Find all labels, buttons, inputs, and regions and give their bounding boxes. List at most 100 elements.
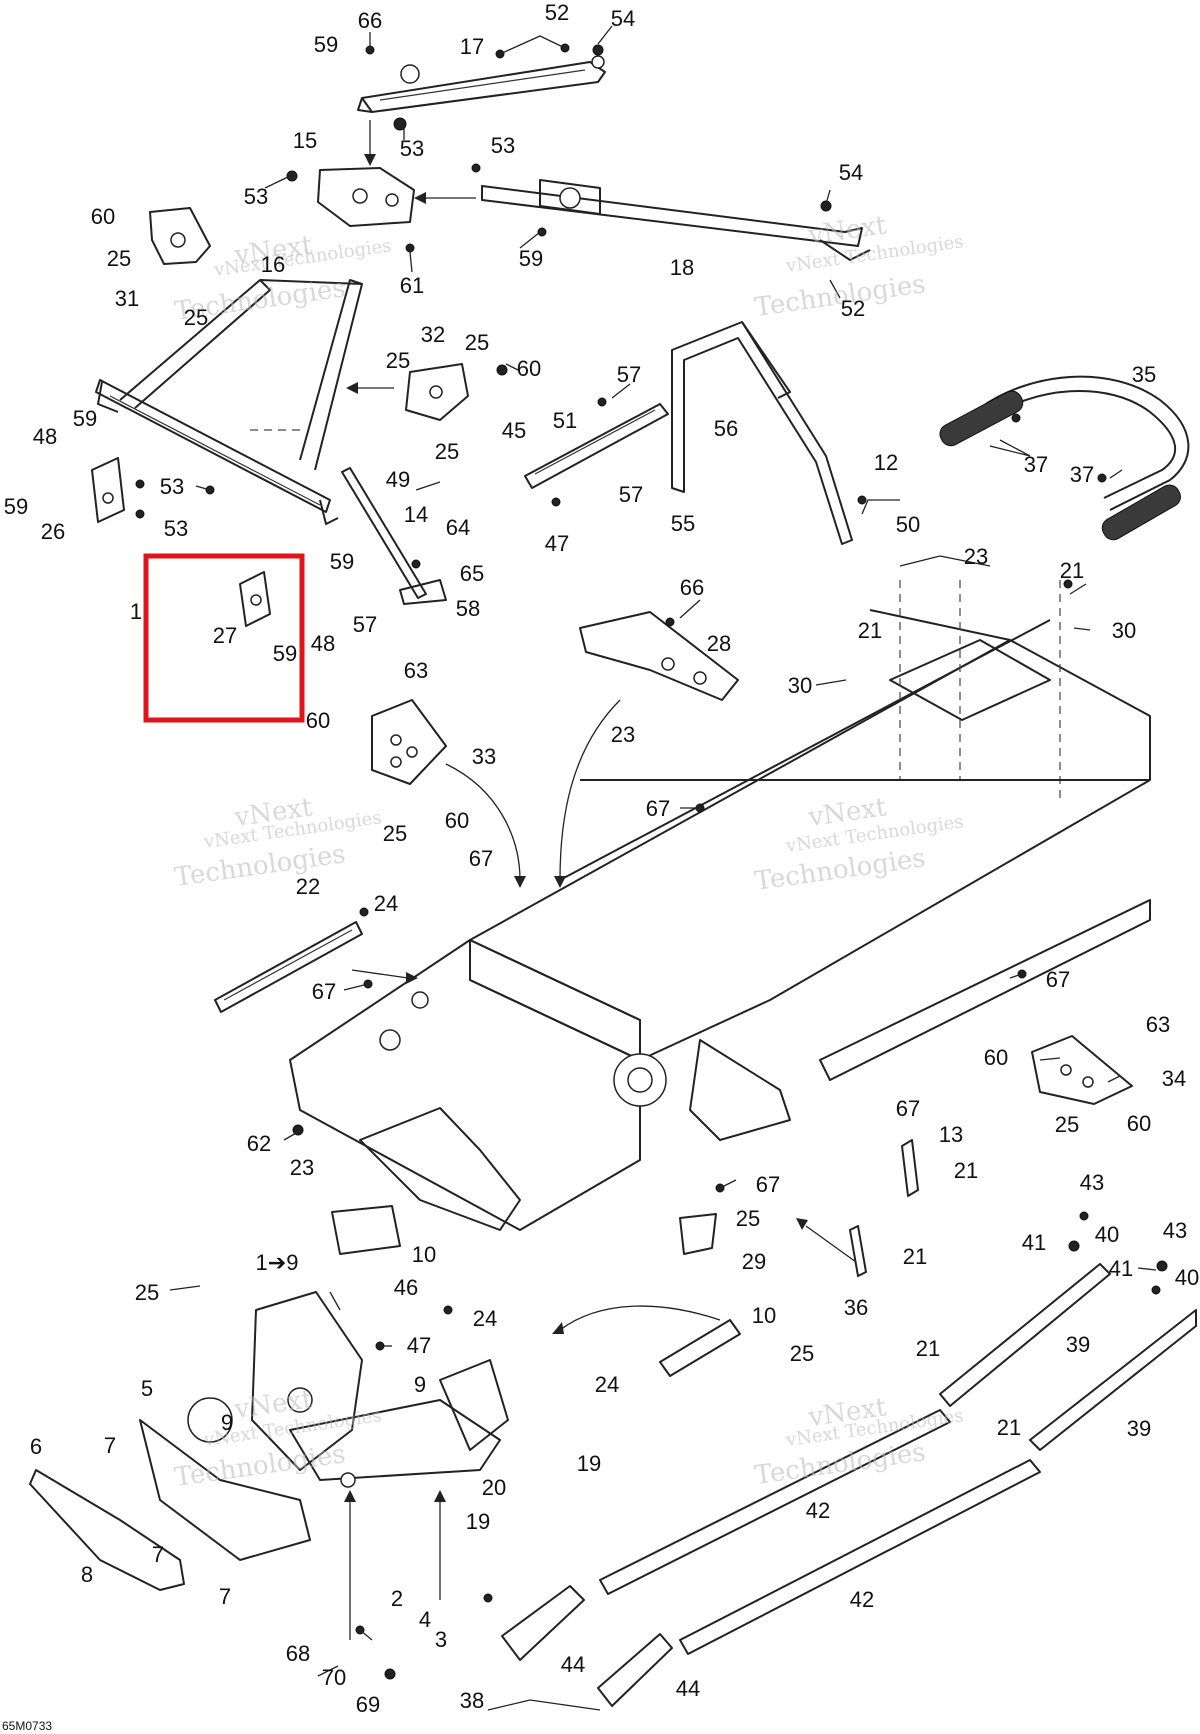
- callout-37: 37: [1024, 452, 1048, 477]
- callout-16: 16: [261, 252, 285, 277]
- callout-60: 60: [517, 356, 541, 381]
- callout-53: 53: [400, 136, 424, 161]
- callout-10: 10: [752, 1303, 776, 1328]
- callout-9: 9: [414, 1372, 426, 1397]
- callout-2: 2: [391, 1586, 403, 1611]
- callout-67: 67: [1046, 967, 1070, 992]
- callout-51: 51: [553, 408, 577, 433]
- callout-68: 68: [286, 1641, 310, 1666]
- callout-66: 66: [680, 575, 704, 600]
- callout-10: 10: [412, 1242, 436, 1267]
- callout-67: 67: [756, 1172, 780, 1197]
- callout-62: 62: [247, 1131, 271, 1156]
- callout-59: 59: [273, 641, 297, 666]
- callout-5: 5: [141, 1376, 153, 1401]
- assembly-arrows: [344, 120, 857, 1640]
- part-33-footrest: [371, 699, 447, 785]
- callout-66: 66: [358, 8, 382, 33]
- callout-44: 44: [676, 1676, 700, 1701]
- callout-61: 61: [400, 273, 424, 298]
- callout-9: 9: [221, 1410, 233, 1435]
- callout-48: 48: [311, 631, 335, 656]
- callout-23: 23: [964, 544, 988, 569]
- watermark-technologies: Technologies: [173, 839, 348, 893]
- part-28-bracket: [579, 611, 739, 701]
- callout-21: 21: [858, 618, 882, 643]
- callout-25: 25: [386, 348, 410, 373]
- callout-25: 25: [184, 305, 208, 330]
- callout-25: 25: [790, 1341, 814, 1366]
- callout-58: 58: [456, 596, 480, 621]
- watermark-technologies: Technologies: [753, 843, 928, 897]
- callout-30: 30: [1112, 618, 1136, 643]
- callout-12: 12: [874, 450, 898, 475]
- callout-19: 19: [577, 1451, 601, 1476]
- callout-38: 38: [460, 1688, 484, 1713]
- callout-21: 21: [997, 1415, 1021, 1440]
- callout-1➔9: 1➔9: [256, 1250, 299, 1275]
- callout-39: 39: [1066, 1332, 1090, 1357]
- part-12-roll-bar: [671, 321, 853, 545]
- callout-36: 36: [844, 1295, 868, 1320]
- callout-31: 31: [115, 286, 139, 311]
- callout-64: 64: [446, 515, 470, 540]
- callout-54: 54: [839, 160, 863, 185]
- callout-59: 59: [73, 406, 97, 431]
- watermark-technologies: Technologies: [753, 1437, 928, 1491]
- callout-30: 30: [788, 673, 812, 698]
- front-suspension-assembly: [29, 1291, 509, 1591]
- part-13-bracket: [901, 1139, 919, 1197]
- callout-43: 43: [1080, 1170, 1104, 1195]
- callout-24: 24: [473, 1306, 497, 1331]
- main-chassis-tunnel: [289, 580, 1151, 1231]
- callout-42: 42: [806, 1498, 830, 1523]
- callout-23: 23: [611, 722, 635, 747]
- callout-17: 17: [460, 34, 484, 59]
- callout-42: 42: [850, 1587, 874, 1612]
- callout-56: 56: [714, 416, 738, 441]
- callout-45: 45: [502, 418, 526, 443]
- callout-1: 1: [130, 599, 142, 624]
- callout-65: 65: [460, 561, 484, 586]
- callout-33: 33: [472, 744, 496, 769]
- callout-63: 63: [1146, 1012, 1170, 1037]
- callout-47: 47: [545, 531, 569, 556]
- callout-52: 52: [545, 0, 569, 25]
- callout-53: 53: [244, 184, 268, 209]
- part-29-bracket: [679, 1213, 717, 1255]
- callout-60: 60: [306, 708, 330, 733]
- callout-25: 25: [435, 439, 459, 464]
- callout-25: 25: [107, 246, 131, 271]
- part-42-runners: [599, 1409, 1041, 1655]
- callout-20: 20: [482, 1475, 506, 1500]
- part-17-support-bar: [357, 55, 606, 113]
- part-10-bracket: [331, 1205, 741, 1377]
- callout-7: 7: [152, 1542, 164, 1567]
- callout-63: 63: [404, 658, 428, 683]
- callout-59: 59: [314, 32, 338, 57]
- fasteners: [135, 43, 1168, 1680]
- callout-39: 39: [1127, 1416, 1151, 1441]
- callout-25: 25: [465, 330, 489, 355]
- callout-60: 60: [91, 204, 115, 229]
- part-38-skid-shoes: [501, 1585, 673, 1707]
- callout-59: 59: [519, 246, 543, 271]
- callout-6: 6: [30, 1434, 42, 1459]
- callout-54: 54: [611, 6, 635, 31]
- callout-46: 46: [394, 1275, 418, 1300]
- callout-59: 59: [4, 494, 28, 519]
- callout-21: 21: [916, 1336, 940, 1361]
- callout-55: 55: [671, 511, 695, 536]
- watermark-technologies: Technologies: [173, 1439, 348, 1493]
- part-14-strut: [341, 467, 447, 605]
- callout-57: 57: [619, 482, 643, 507]
- callout-26: 26: [41, 519, 65, 544]
- callout-25: 25: [1055, 1112, 1079, 1137]
- callout-53: 53: [491, 133, 515, 158]
- callout-50: 50: [896, 512, 920, 537]
- callout-60: 60: [445, 808, 469, 833]
- part-51-plate: [524, 403, 669, 489]
- callout-3: 3: [435, 1627, 447, 1652]
- callout-47: 47: [407, 1333, 431, 1358]
